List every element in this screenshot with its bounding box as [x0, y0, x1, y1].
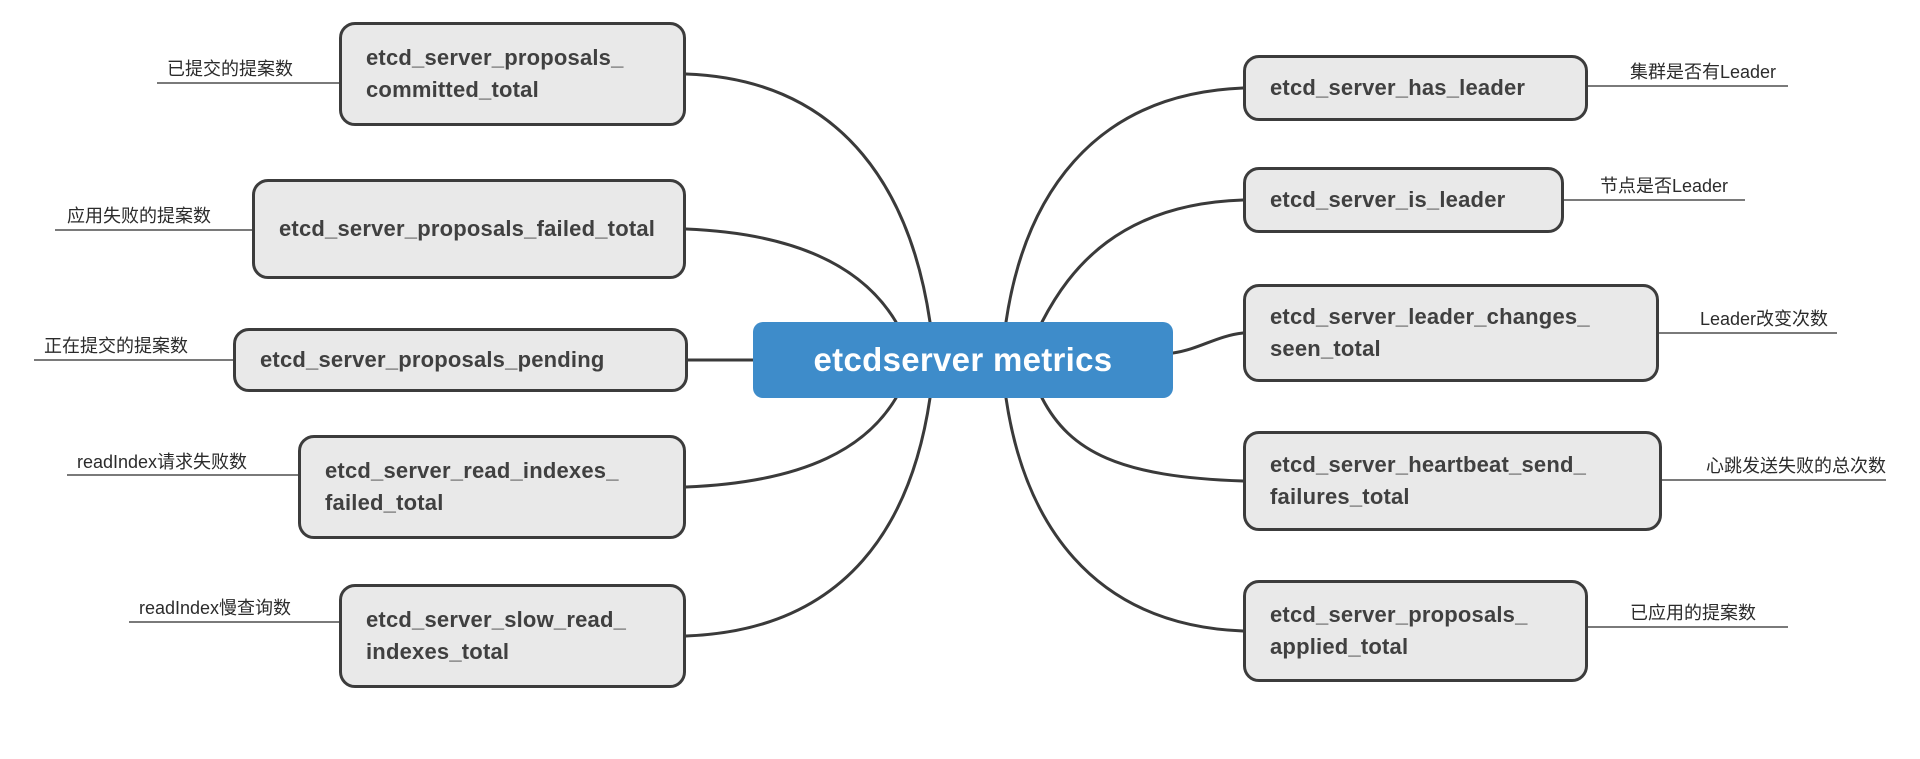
metric-name: etcd_server_leader_changes_seen_total	[1270, 304, 1590, 361]
node-proposals-failed-total[interactable]: etcd_server_proposals_failed_total	[252, 179, 686, 279]
annotation-read-indexes-failed[interactable]: readIndex请求失败数	[77, 452, 248, 472]
annotation-heartbeat-failures[interactable]: 心跳发送失败的总次数	[1706, 456, 1886, 476]
connector-curve	[1171, 331, 1245, 355]
node-is-leader[interactable]: etcd_server_is_leader	[1243, 167, 1564, 233]
annotation-leader-changes[interactable]: Leader改变次数	[1700, 309, 1829, 329]
metric-name: etcd_server_heartbeat_send_failures_tota…	[1270, 452, 1587, 509]
metric-name: etcd_server_slow_read_indexes_total	[366, 607, 627, 664]
metric-name: etcd_server_has_leader	[1270, 75, 1526, 100]
node-proposals-applied-total[interactable]: etcd_server_proposals_applied_total	[1243, 580, 1588, 682]
connector-curve	[1040, 396, 1245, 483]
metric-name: etcd_server_proposals_failed_total	[279, 216, 656, 241]
connector-curve	[1040, 198, 1245, 324]
node-heartbeat-send-failures-total[interactable]: etcd_server_heartbeat_send_failures_tota…	[1243, 431, 1662, 531]
node-read-indexes-failed-total[interactable]: etcd_server_read_indexes_failed_total	[298, 435, 686, 539]
connector-curve	[684, 72, 932, 324]
annotation-is-leader[interactable]: 节点是否Leader	[1600, 176, 1729, 196]
annotation-has-leader[interactable]: 集群是否有Leader	[1630, 62, 1777, 82]
node-has-leader[interactable]: etcd_server_has_leader	[1243, 55, 1588, 121]
connector-curve	[684, 396, 898, 489]
connector-curve	[684, 396, 932, 638]
node-leader-changes-seen-total[interactable]: etcd_server_leader_changes_seen_total	[1243, 284, 1659, 382]
annotation-pending[interactable]: 正在提交的提案数	[44, 336, 188, 356]
node-proposals-pending[interactable]: etcd_server_proposals_pending	[233, 328, 688, 392]
metric-name: etcd_server_read_indexes_failed_total	[325, 458, 619, 515]
node-slow-read-indexes-total[interactable]: etcd_server_slow_read_indexes_total	[339, 584, 686, 688]
connector-curve	[1004, 86, 1245, 324]
connector-curve	[1004, 396, 1245, 633]
annotation-failed[interactable]: 应用失败的提案数	[67, 206, 211, 226]
connector-curve	[684, 227, 898, 324]
annotation-committed[interactable]: 已提交的提案数	[167, 59, 293, 79]
node-proposals-committed-total[interactable]: etcd_server_proposals_committed_total	[339, 22, 686, 126]
metric-name: etcd_server_proposals_pending	[260, 347, 605, 372]
metric-name: etcd_server_proposals_committed_total	[366, 45, 624, 102]
annotation-proposals-applied[interactable]: 已应用的提案数	[1630, 603, 1756, 623]
metric-name: etcd_server_is_leader	[1270, 187, 1506, 212]
annotation-slow-read-indexes[interactable]: readIndex慢查询数	[139, 598, 292, 618]
center-node-etcdserver-metrics[interactable]: etcdserver metrics	[753, 322, 1173, 398]
metric-name: etcd_server_proposals_applied_total	[1270, 602, 1528, 659]
